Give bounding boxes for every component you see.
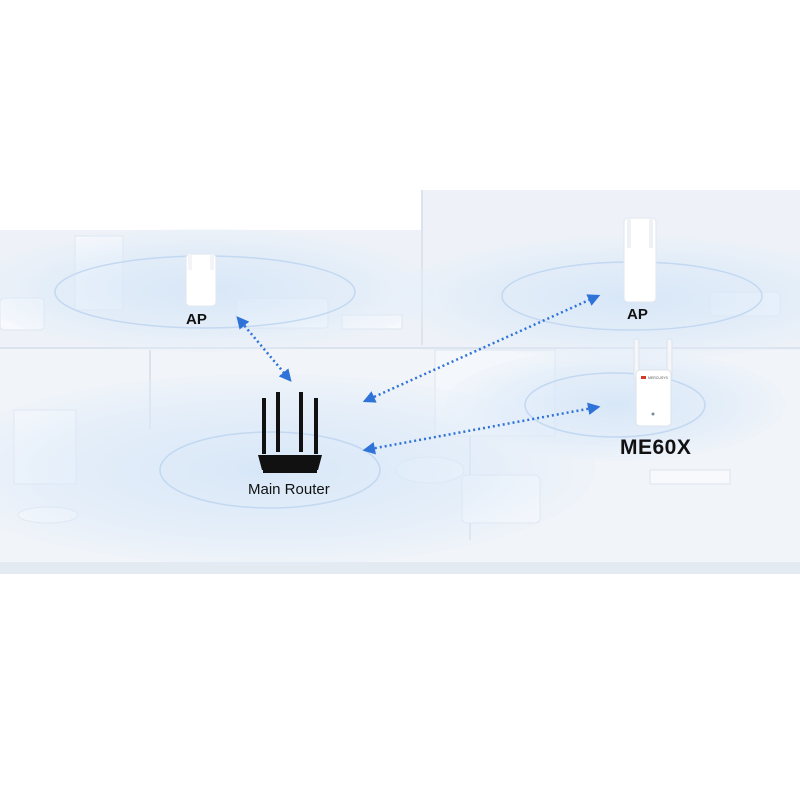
router-body: [258, 455, 322, 470]
ap-left-coverage: [0, 228, 435, 352]
ap-right-device: [623, 217, 657, 303]
floor-base-edge: [0, 562, 800, 574]
ap-left-label: AP: [186, 311, 207, 328]
ap-antenna: [627, 218, 631, 248]
extender-led: [651, 412, 655, 416]
router-antenna: [299, 392, 303, 452]
main-router-label: Main Router: [248, 481, 330, 498]
extender-model-label: ME60X: [620, 436, 692, 459]
extender-brand-label: MERCUSYS: [648, 376, 669, 380]
extender-brand-mark: [641, 376, 646, 379]
ap-antenna: [210, 254, 214, 270]
ap-device-icon: [623, 217, 657, 303]
network-links: [236, 294, 601, 455]
router-icon: [258, 392, 322, 473]
router-antenna: [276, 392, 280, 452]
router-antenna: [314, 398, 318, 454]
range-extender-icon: MERCUSYS: [633, 338, 673, 427]
ap-left-device: [185, 253, 217, 307]
router-antenna: [262, 398, 266, 454]
ap-antenna: [188, 254, 192, 270]
ap-antenna: [649, 218, 653, 248]
extender-coverage: [445, 349, 785, 461]
link-ap-left-router: [236, 316, 292, 382]
table: [649, 469, 731, 485]
router-coverage-inner: [159, 431, 381, 509]
extender-body: [635, 369, 672, 427]
ap-device-icon: [185, 253, 217, 307]
router-feet: [263, 470, 317, 473]
ap-right-label: AP: [627, 306, 648, 323]
